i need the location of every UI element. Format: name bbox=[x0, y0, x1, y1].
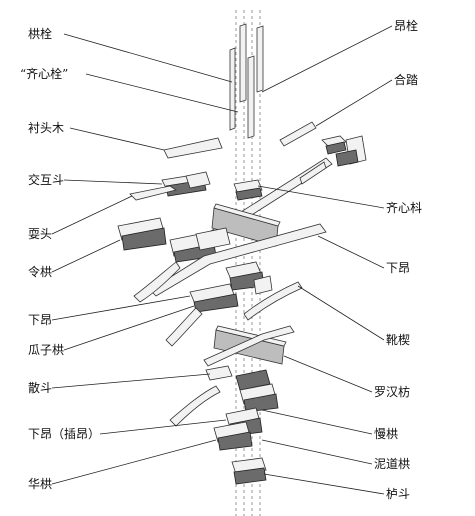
label-qi-xin-shuan: “齐心栓” bbox=[20, 67, 69, 81]
label-lu-dou: 栌斗 bbox=[386, 487, 411, 501]
label-qi-xin-dou: 齐心枓 bbox=[386, 201, 423, 215]
xia-ang-beam bbox=[149, 223, 327, 297]
label-gua-zi-gong: 瓜子栱 bbox=[28, 343, 65, 357]
cha-ang-curve bbox=[169, 385, 221, 427]
label-jiao-hu-dou: 交互斗 bbox=[28, 173, 65, 187]
ling-gong-cluster bbox=[117, 217, 231, 263]
label-xia-ang-left: 下昂 bbox=[28, 313, 53, 327]
label-he-ta: 合踏 bbox=[394, 73, 419, 87]
label-shua-tou: 耍头 bbox=[28, 227, 53, 241]
man-gong-cluster bbox=[213, 407, 263, 451]
label-man-gong: 慢栱 bbox=[374, 427, 399, 441]
lu-dou-block bbox=[231, 457, 267, 485]
left-leader-lines bbox=[51, 33, 239, 485]
ang-lower-beam bbox=[203, 325, 295, 367]
middle-cluster bbox=[189, 261, 273, 313]
upper-right-cluster bbox=[321, 135, 367, 167]
right-leader-lines bbox=[257, 25, 393, 495]
label-xia-ang-cha-ang: 下昂（插昂） bbox=[28, 427, 101, 441]
label-chen-tou-mu: 衬头木 bbox=[28, 121, 65, 135]
xue-xie-block bbox=[243, 281, 303, 321]
label-gong-shuan: 栱栓 bbox=[28, 27, 53, 41]
jiao-hu-dou-cluster bbox=[129, 171, 211, 201]
xia-ang-left-curve bbox=[133, 261, 181, 303]
he-ta-block bbox=[279, 121, 317, 147]
label-xue-xie: 靴楔 bbox=[386, 333, 411, 347]
gong-shuan-pins bbox=[229, 23, 264, 139]
label-hua-gong: 华栱 bbox=[28, 477, 53, 491]
label-xia-ang-right: 下昂 bbox=[386, 261, 411, 275]
label-ling-gong: 令栱 bbox=[28, 265, 53, 279]
label-ang-shuan: 昂栓 bbox=[394, 19, 419, 33]
label-sa-dou: 散斗 bbox=[28, 381, 53, 395]
label-ni-dao-gong: 泥道栱 bbox=[374, 457, 411, 471]
gua-zi-gong-curve bbox=[165, 307, 203, 347]
label-luo-han-fang: 罗汉枋 bbox=[374, 385, 411, 399]
qi-xin-dou-block bbox=[233, 179, 263, 201]
chen-tou-mu-block bbox=[163, 137, 223, 159]
sa-dou-cluster bbox=[205, 365, 279, 413]
